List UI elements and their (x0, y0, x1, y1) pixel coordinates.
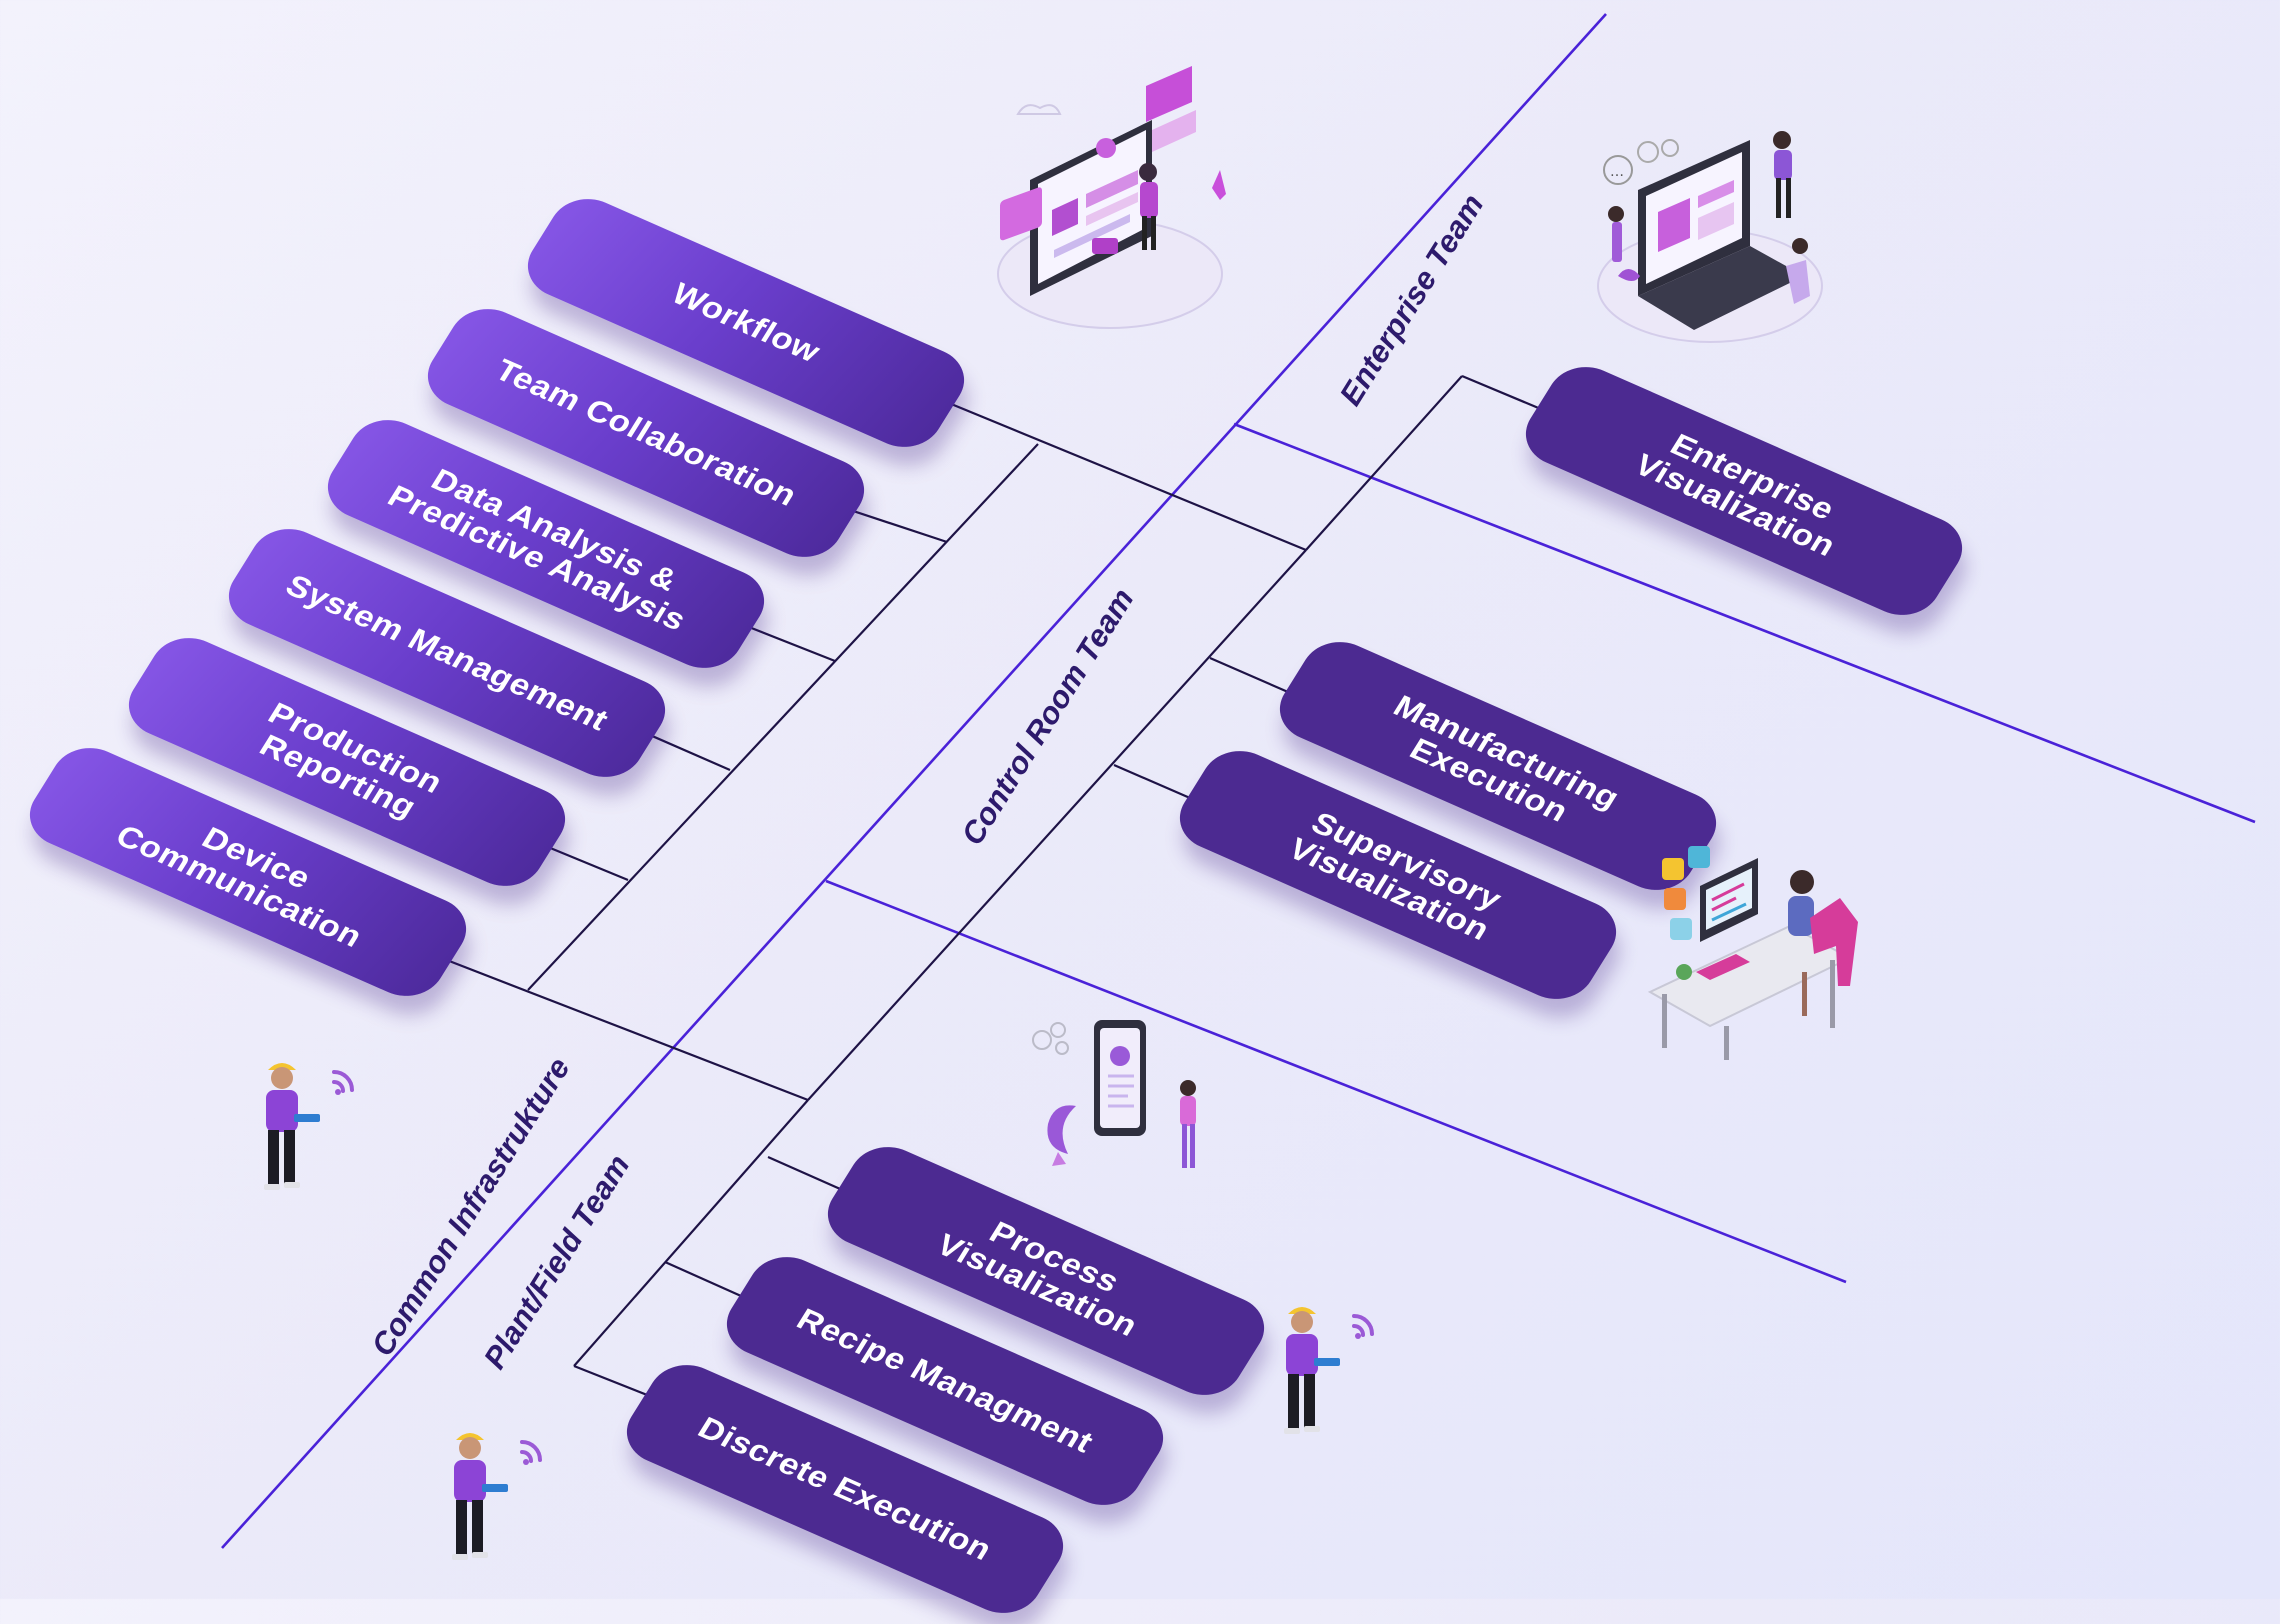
developer-desk-illustration (1647, 846, 1858, 1060)
infra-spine (527, 443, 1039, 991)
enterprise-spine (1305, 375, 1463, 551)
control-room-spine (807, 549, 1307, 1101)
field-engineer-illustration (452, 1433, 542, 1560)
field-engineer-illustration (264, 1063, 354, 1190)
team-meeting-laptop-illustration: … (1597, 131, 1823, 343)
manufacturing-execution-connector (1209, 656, 1289, 694)
supervisory-visualization-connector (1113, 763, 1191, 800)
enterprise-visualization-connector (1461, 374, 1549, 414)
device-communication-connector (425, 950, 809, 1102)
workflow-connector (921, 390, 1307, 552)
field-engineer-illustration (1284, 1307, 1374, 1434)
recipe-management-connector (664, 1260, 751, 1302)
tier-divider-lines (221, 13, 2256, 1549)
main-diagonal-divider (221, 13, 1607, 1549)
mobile-profile-illustration (1032, 1020, 1196, 1168)
svg-text:…: … (1610, 164, 1624, 180)
monitor-dashboard-illustration (997, 66, 1226, 329)
plant-field-spine (573, 1099, 809, 1367)
enterprise-divider (1233, 422, 2256, 824)
control-room-divider (825, 879, 1847, 1284)
